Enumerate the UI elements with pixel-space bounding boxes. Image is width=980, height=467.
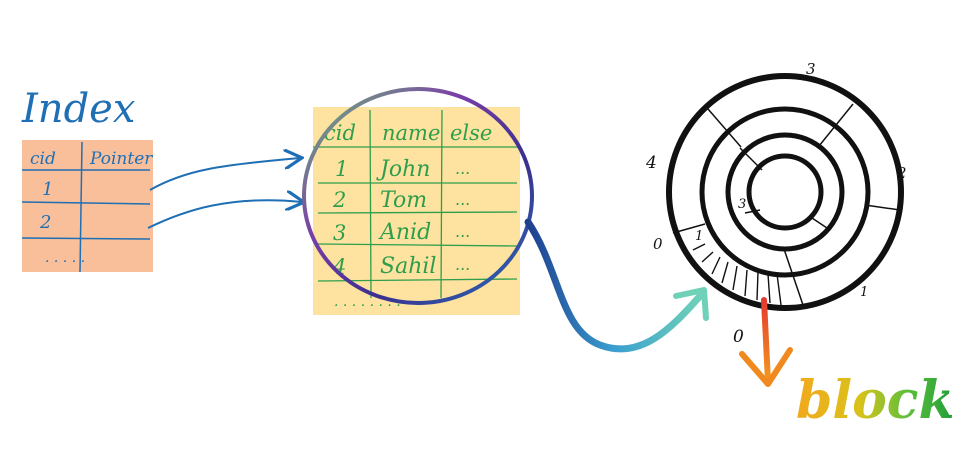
- disk-label-right: 2: [896, 164, 907, 182]
- index-table: cid Pointer 1 2 . . . . .: [21, 140, 153, 273]
- disk-sector-line: [818, 103, 854, 147]
- disk-label-zero: 0: [653, 235, 663, 253]
- disk-ring: [725, 132, 845, 252]
- index-ellipsis: . . . . .: [45, 250, 85, 266]
- disk-label-zero-outer: 0: [733, 327, 744, 347]
- index-row-rule: [21, 237, 151, 240]
- data-ellipsis: . . . . . . . .: [334, 294, 401, 310]
- disk-label-one-outer: 1: [860, 285, 868, 300]
- data-cell-name: John: [376, 157, 430, 182]
- data-row-rule: [317, 243, 518, 247]
- data-column-rule: [369, 109, 372, 299]
- index-cell-cid: 1: [42, 179, 53, 200]
- data-cell-else: ...: [455, 255, 470, 274]
- storage-arrow: [524, 218, 704, 353]
- disk-label-top: 3: [806, 60, 816, 78]
- disk-diagram: 3 4 2 0 1 3 1 0: [645, 60, 907, 347]
- data-header-name: name: [382, 121, 440, 145]
- disk-label-three: 3: [738, 197, 746, 212]
- data-cell-cid: 2: [332, 188, 346, 212]
- disk-sector-line: [783, 248, 804, 306]
- data-cell-else: ...: [455, 159, 470, 178]
- index-header-cid: cid: [30, 149, 56, 169]
- storage-arrowhead: [673, 287, 709, 321]
- index-header-pointer: Pointer: [89, 149, 153, 169]
- disk-sector-line: [744, 209, 761, 214]
- disk-ring: [699, 106, 871, 278]
- disk-ring-outer: [666, 73, 904, 311]
- data-cell-cid: 1: [335, 157, 348, 181]
- index-title: Index: [21, 86, 135, 132]
- disk-sector-line: [864, 204, 901, 211]
- pointer-arrow: [147, 200, 302, 229]
- disk-block-hatch: [692, 243, 782, 306]
- disk-sector-line: [811, 217, 828, 229]
- data-cell-else: ...: [455, 190, 470, 209]
- data-header-cid: cid: [324, 121, 356, 145]
- index-table-background: [22, 140, 153, 272]
- data-header-else: else: [450, 121, 492, 145]
- index-cell-cid: 2: [39, 212, 51, 233]
- disk-label-one: 1: [695, 229, 703, 244]
- index-column-rule: [79, 141, 83, 273]
- data-row-rule: [317, 211, 518, 214]
- block-label: block: [796, 370, 955, 431]
- disk-sector-line: [707, 108, 742, 148]
- data-cell-name: Anid: [378, 220, 431, 245]
- data-column-rule: [440, 109, 443, 299]
- block-arrowhead: [739, 347, 793, 387]
- index-row-rule: [21, 201, 151, 205]
- data-cell-else: ...: [455, 222, 470, 241]
- data-cell-cid: 4: [332, 255, 346, 279]
- disk-sector-line: [739, 147, 763, 171]
- block-arrow: [761, 297, 771, 385]
- data-table: cid name else 1 John ... 2 Tom ... 3 Ani…: [313, 107, 520, 315]
- highlight-circle: [302, 87, 534, 305]
- data-cell-cid: 3: [333, 221, 346, 245]
- data-cell-name: Tom: [380, 188, 427, 213]
- disk-ring-inner: [746, 153, 824, 231]
- disk-sector-line: [672, 223, 706, 234]
- pointer-arrow: [149, 158, 300, 191]
- data-cell-name: Sahil: [380, 254, 436, 279]
- disk-label-left: 4: [645, 153, 657, 173]
